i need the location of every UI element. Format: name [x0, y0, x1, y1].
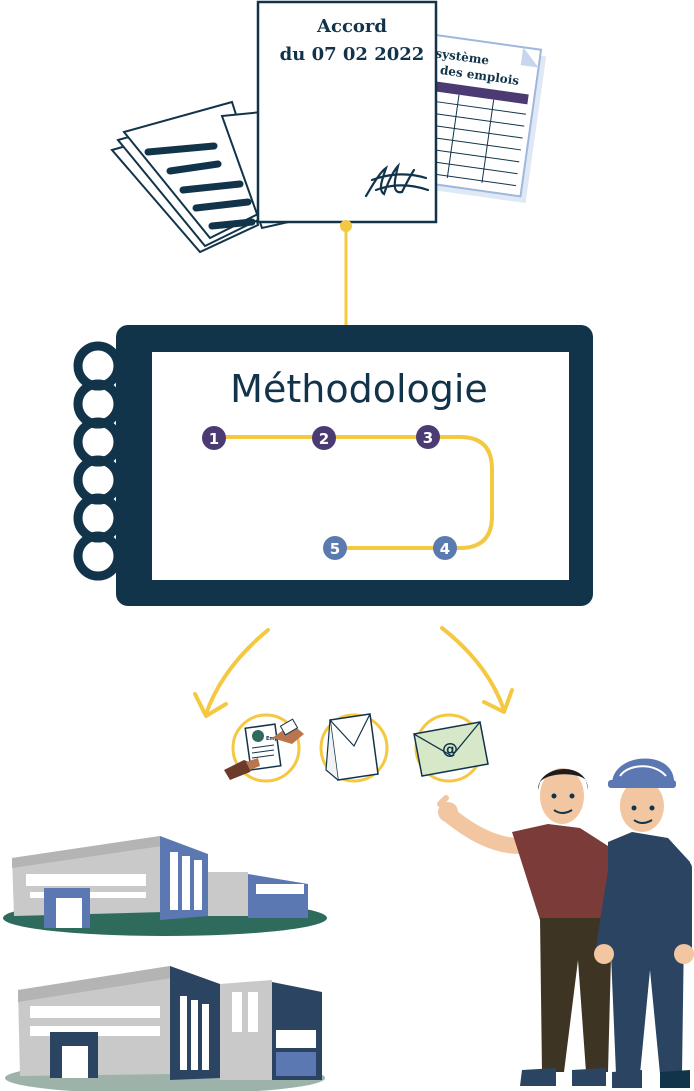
step-5-label: 5: [330, 540, 340, 558]
step-2-marker: 2: [312, 426, 336, 450]
email-envelope-icon: @: [413, 713, 489, 783]
left-arrow-icon: [193, 628, 270, 718]
open-book-icon: [110, 100, 322, 254]
step-4-label: 4: [440, 540, 450, 558]
right-arrow-icon: [440, 626, 514, 714]
document-title-line1: Accord: [316, 16, 387, 37]
methodology-tablet: Méthodologie 1 2 3 4 5: [73, 325, 593, 606]
signature-icon: [364, 162, 430, 198]
step-3-label: 3: [423, 429, 433, 447]
document-icon: [319, 713, 389, 783]
spiral-binding: [73, 341, 123, 581]
document-title-line2: du 07 02 2022: [280, 44, 425, 65]
step-3-marker: 3: [416, 425, 440, 449]
step-1-marker: 1: [202, 426, 226, 450]
employment-table-sheet: système n des emplois: [402, 32, 547, 204]
step-1-label: 1: [209, 430, 219, 448]
factory-building-bottom: [5, 966, 325, 1091]
worker-helmet: [594, 758, 694, 1088]
agreement-document: Accord du 07 02 2022: [256, 0, 438, 224]
step-4-marker: 4: [433, 536, 457, 560]
step-5-marker: 5: [323, 536, 347, 560]
step-2-label: 2: [319, 430, 329, 448]
hand-paper-icon: Emploi: [224, 713, 304, 783]
factory-building-top: [3, 836, 327, 936]
envelope-at-symbol: @: [442, 739, 458, 758]
methodology-path: [214, 435, 494, 550]
worker-pointing: [437, 768, 612, 1086]
tablet-title: Méthodologie: [230, 367, 488, 411]
connector-dot: [340, 220, 352, 232]
